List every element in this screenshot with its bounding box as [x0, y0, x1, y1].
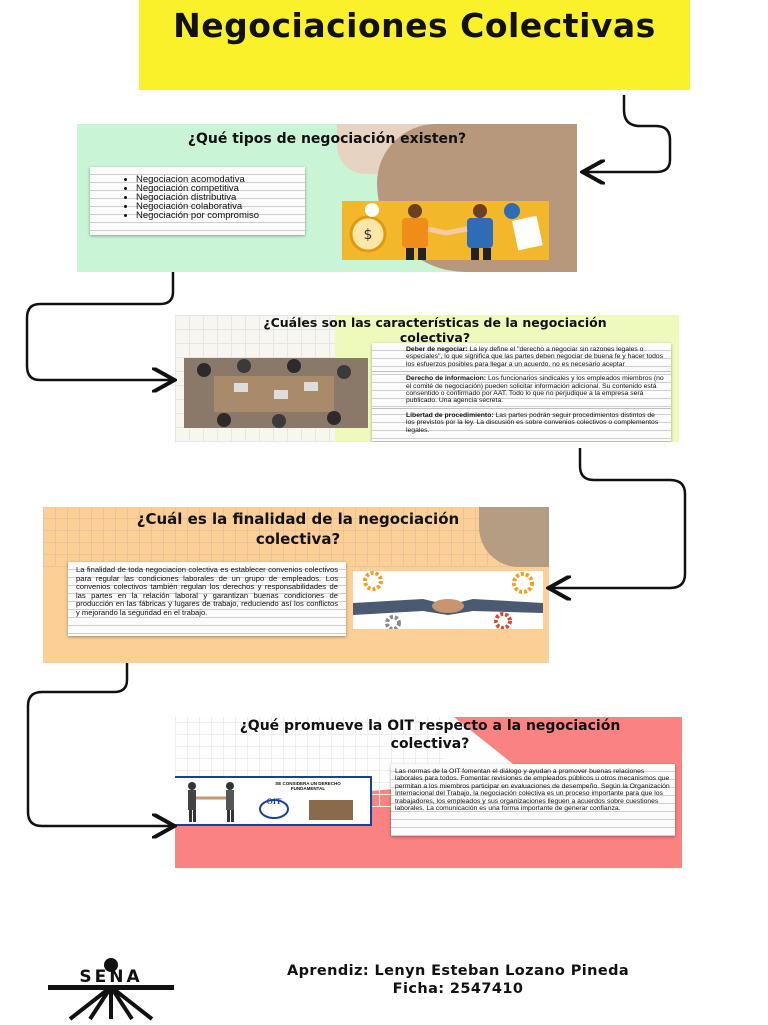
oit-poster: SE CONSIDERA UN DERECHO FUNDAMENTAL OIT: [175, 776, 372, 826]
sena-logo: SENA: [48, 957, 174, 1021]
poster-caption: SE CONSIDERA UN DERECHO FUNDAMENTAL: [275, 781, 341, 791]
arrow-3: [551, 448, 687, 588]
arrow-2: [25, 272, 173, 380]
section-heading: ¿Qué promueve la OIT respecto a la negoc…: [239, 718, 621, 752]
list-item: Negociación colaborativa: [136, 202, 305, 212]
list-item: Libertad de procedimiento: Las partes po…: [372, 409, 671, 437]
oit-logo: OIT: [266, 797, 282, 806]
section-heading: ¿Cuál es la finalidad de la negociación …: [136, 510, 460, 548]
item-term: Deber de negociar:: [406, 346, 468, 353]
arrow-4: [26, 663, 172, 826]
section-oit: ¿Qué promueve la OIT respecto a la negoc…: [175, 717, 682, 868]
section-tipos-negociacion: ¿Qué tipos de negociación existen? Negoc…: [77, 124, 577, 272]
item-term: Derecho de informacion:: [406, 375, 487, 383]
negotiation-types-list: Negociacion acomodativa Negociación comp…: [90, 167, 305, 235]
title-banner: Negociaciones Colectivas: [139, 0, 690, 90]
handshake-gears-photo: [353, 571, 543, 631]
list-item: Negociacion acomodativa: [136, 175, 305, 185]
item-text: Las partes podrán seguir procedimientos …: [406, 411, 659, 434]
meeting-photo: [184, 358, 368, 428]
section-finalidad: ¿Cuál es la finalidad de la negociación …: [43, 507, 549, 663]
item-text: Los funcionarios sindicales y los emplea…: [406, 375, 664, 405]
list-item: Negociación competitiva: [136, 184, 305, 194]
item-text: La ley define el "derecho a negociar sin…: [406, 346, 664, 368]
list-item: Negociación por compromiso: [136, 211, 305, 221]
section-caracteristicas: ¿Cuáles son las características de la ne…: [175, 315, 679, 442]
section-heading: ¿Qué tipos de negociación existen?: [187, 131, 467, 147]
footer-credits: Aprendiz: Lenyn Esteban Lozano Pineda Fi…: [228, 962, 688, 998]
section-heading: ¿Cuáles son las características de la ne…: [263, 315, 607, 345]
list-item: Derecho de informacion: Los funcionarios…: [372, 372, 671, 409]
decorative-grid: [43, 507, 549, 567]
logo-text: SENA: [79, 967, 143, 987]
oit-text: Las normas de la OIT fomentan el diálogo…: [391, 764, 675, 836]
ficha-number: Ficha: 2547410: [392, 981, 524, 997]
purpose-text: La finalidad de toda negociacion colecti…: [68, 562, 346, 636]
list-item: Deber de negociar: La ley define el "der…: [372, 343, 671, 373]
characteristics-list: Deber de negociar: La ley define el "der…: [372, 343, 671, 441]
svg-text:$: $: [364, 227, 373, 243]
page-title: Negociaciones Colectivas: [173, 6, 656, 45]
list-item: Negociación distributiva: [136, 193, 305, 203]
arrow-1: [585, 95, 672, 172]
handshake-illustration: $: [342, 201, 549, 260]
item-term: Libertad de procedimiento:: [406, 411, 494, 419]
student-name: Aprendiz: Lenyn Esteban Lozano Pineda: [286, 963, 630, 979]
